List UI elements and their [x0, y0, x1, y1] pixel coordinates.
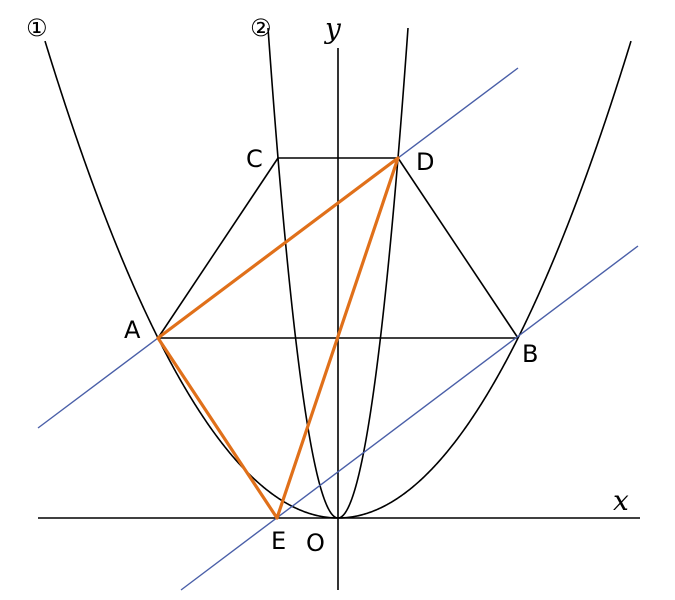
- parabola-2: [267, 27, 409, 519]
- segment-ac: [157, 157, 279, 339]
- x-axis-label: x: [613, 484, 629, 517]
- orange-segment-ed: [275, 156, 400, 520]
- point-c-label: C: [246, 145, 263, 173]
- point-b-label: B: [522, 340, 538, 368]
- orange-segment-ad: [156, 156, 400, 340]
- point-e-label: E: [271, 527, 286, 555]
- point-a-label: A: [124, 316, 141, 344]
- orange-segment-ae: [156, 336, 279, 520]
- point-o-label: O: [306, 529, 325, 557]
- segment-db: [397, 157, 519, 339]
- blue-line-eb: [180, 245, 639, 591]
- curve-2-label: ②: [250, 14, 272, 42]
- y-axis-label: y: [323, 12, 342, 45]
- curve-1-label: ①: [26, 14, 48, 42]
- point-d-label: D: [416, 148, 434, 176]
